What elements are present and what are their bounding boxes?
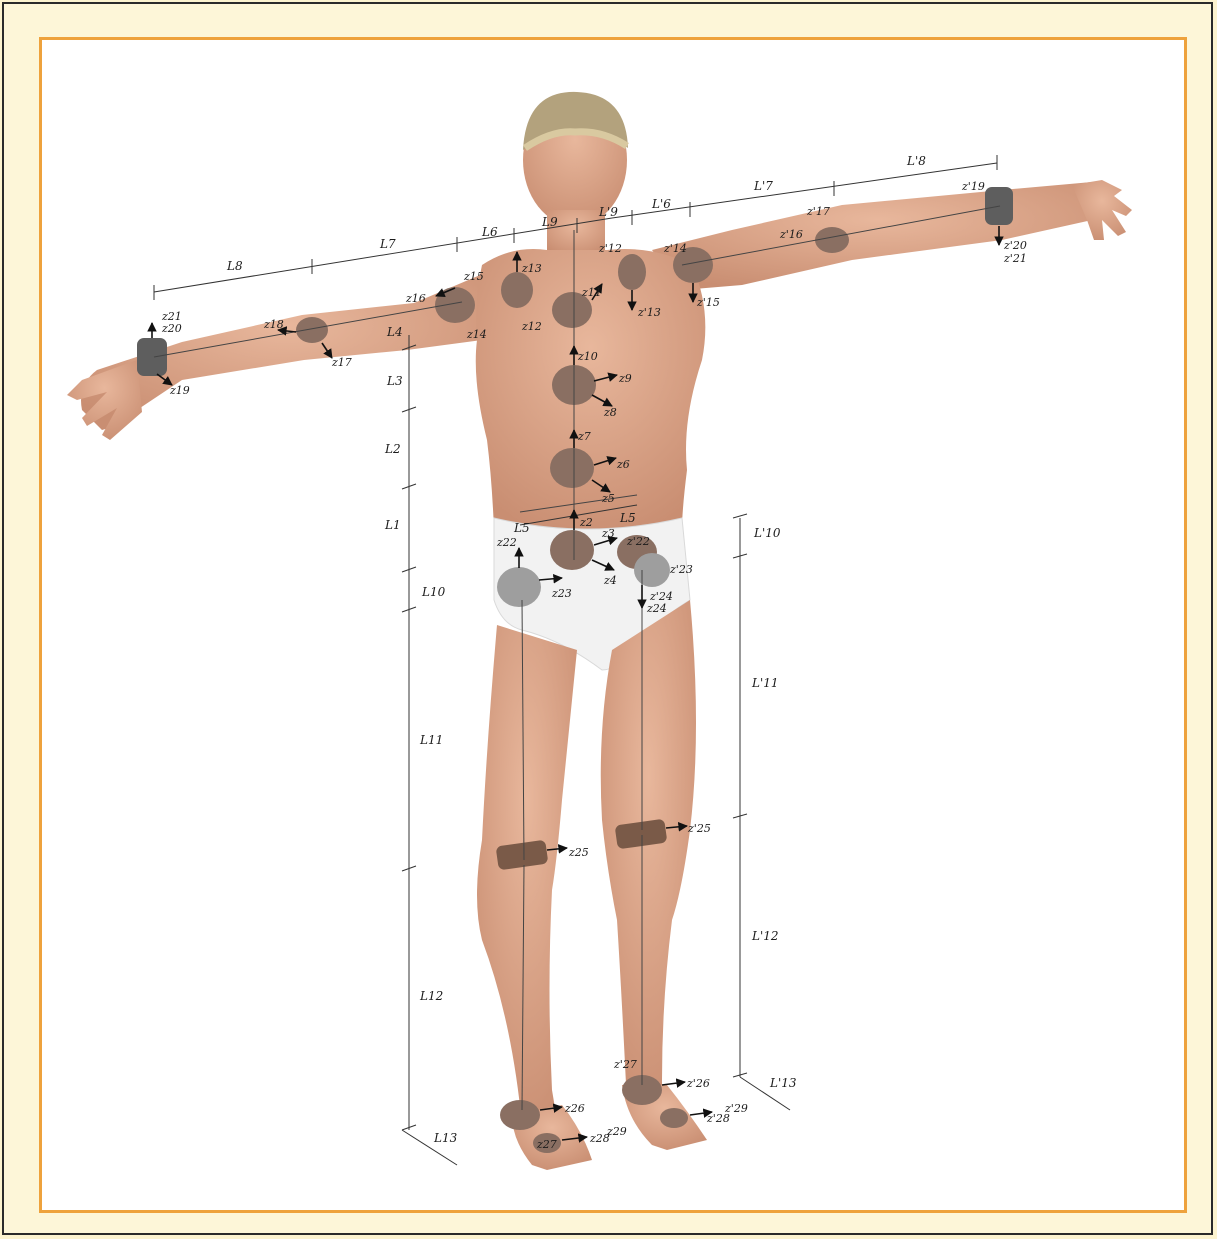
label-z17p: z'17 (806, 205, 830, 218)
label-z12: z12 (521, 320, 542, 333)
label-L12p: L'12 (751, 929, 779, 943)
label-z25p: z'25 (687, 822, 711, 835)
label-L6: L6 (481, 225, 498, 239)
label-z20p: z'20 (1003, 239, 1027, 252)
label-z21: z21 (161, 310, 182, 323)
label-L8: L8 (226, 259, 243, 273)
sensor-wrist-left (137, 338, 167, 376)
label-L3: L3 (386, 374, 403, 388)
label-L2: L2 (384, 442, 401, 456)
label-z22: z22 (496, 536, 517, 549)
label-L4: L4 (386, 325, 403, 339)
right-leg (601, 600, 696, 1105)
left-leg (477, 625, 577, 1125)
label-z19p: z'19 (961, 180, 985, 193)
sensor-upperarm-right (815, 227, 849, 253)
sensor-shoulder-left (435, 287, 475, 323)
label-z4: z4 (603, 574, 617, 587)
label-z22p: z'22 (626, 535, 650, 548)
label-z24p: z'24 (649, 590, 673, 603)
label-z16p: z'16 (779, 228, 803, 241)
sensor-chest-left (501, 272, 533, 308)
label-z27p: z'27 (613, 1058, 637, 1071)
label-z5: z5 (601, 492, 615, 505)
label-L7p: L'7 (753, 179, 773, 193)
label-z6: z6 (616, 458, 630, 471)
label-L10: L10 (421, 585, 446, 599)
rvtick-1 (733, 514, 747, 518)
label-z15: z15 (463, 270, 484, 283)
label-L7: L7 (379, 237, 396, 251)
label-L6p: L'6 (651, 197, 671, 211)
label-z27: z27 (536, 1138, 557, 1151)
label-z24: z24 (646, 602, 667, 615)
label-z19: z19 (169, 384, 190, 397)
sensor-foot-left (500, 1100, 540, 1130)
label-z8: z8 (603, 406, 617, 419)
sensor-spine-1 (550, 530, 594, 570)
label-z12p: z'12 (598, 242, 622, 255)
label-z14p: z'14 (663, 242, 687, 255)
label-L9: L9 (541, 215, 558, 229)
sensor-thigh-right (634, 553, 670, 587)
label-z7: z7 (577, 430, 591, 443)
label-z11: z11 (581, 286, 602, 299)
label-z21p: z'21 (1003, 252, 1027, 265)
label-z16: z16 (405, 292, 426, 305)
label-L9p: L'9 (598, 205, 618, 219)
label-L5p: L5 (619, 511, 636, 525)
label-L13p: L'13 (769, 1076, 797, 1090)
sensor-chest-right (618, 254, 646, 290)
label-z29p: z'29 (724, 1102, 748, 1115)
label-L5: L5 (513, 521, 530, 535)
sensor-spine-2 (550, 448, 594, 488)
right-arm (652, 182, 1104, 290)
label-L11p: L'11 (751, 676, 779, 690)
body-sensor-diagram: z2 z3 z4 z5 z6 z7 z8 z9 z10 z11 z12 z13 … (42, 40, 1184, 1210)
label-L13: L13 (433, 1131, 458, 1145)
sensor-hip-left (497, 567, 541, 607)
label-L11: L11 (419, 733, 443, 747)
label-z13: z13 (521, 262, 542, 275)
label-z3: z3 (601, 527, 615, 540)
sensor-toe-right (660, 1108, 688, 1128)
label-z29: z29 (606, 1125, 627, 1138)
label-z15p: z'15 (696, 296, 720, 309)
label-L12: L12 (419, 989, 443, 1003)
label-z20: z20 (161, 322, 182, 335)
label-z23: z23 (551, 587, 572, 600)
label-z9: z9 (618, 372, 632, 385)
label-z17: z17 (331, 356, 352, 369)
label-L10p: L'10 (753, 526, 781, 540)
label-L8p: L'8 (906, 154, 926, 168)
label-L1: L1 (384, 518, 401, 532)
figure-panel: z2 z3 z4 z5 z6 z7 z8 z9 z10 z11 z12 z13 … (39, 37, 1187, 1213)
label-z10: z10 (577, 350, 598, 363)
label-z13p: z'13 (637, 306, 661, 319)
label-z23p: z'23 (669, 563, 693, 576)
arrow-z26p (662, 1082, 685, 1085)
sensor-upperarm-left (296, 317, 328, 343)
label-z2: z2 (579, 516, 593, 529)
label-z26: z26 (564, 1102, 585, 1115)
label-z14: z14 (466, 328, 487, 341)
label-z26p: z'26 (686, 1077, 710, 1090)
label-z25: z25 (568, 846, 589, 859)
label-z18: z18 (263, 318, 284, 331)
